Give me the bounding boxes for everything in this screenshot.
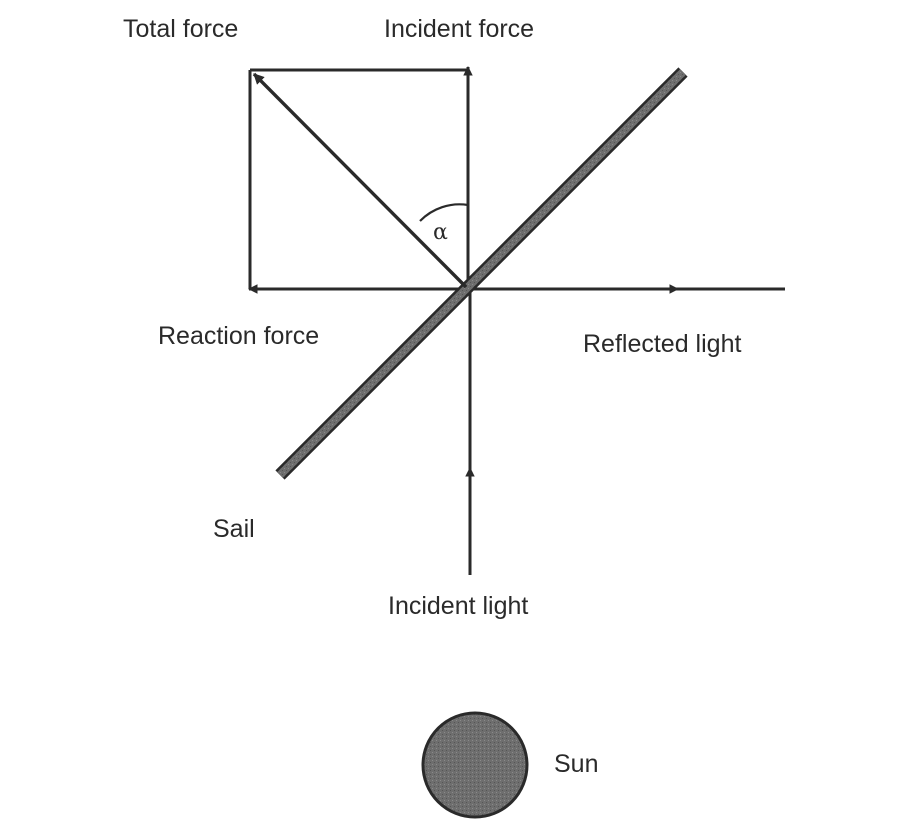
total-force-arrow — [252, 72, 468, 289]
alpha-label: α — [433, 220, 448, 245]
sun-label: Sun — [554, 750, 598, 778]
incident-force-label: Incident force — [384, 15, 534, 43]
reflected-light-label: Reflected light — [583, 330, 741, 358]
sail-label: Sail — [213, 515, 255, 543]
alpha-angle-arc — [419, 203, 469, 222]
sail-bar — [277, 69, 686, 478]
total-force-label: Total force — [123, 15, 238, 43]
reaction-force-label: Reaction force — [158, 322, 319, 350]
sun-disc — [421, 711, 529, 819]
incident-light-label: Incident light — [388, 592, 528, 620]
